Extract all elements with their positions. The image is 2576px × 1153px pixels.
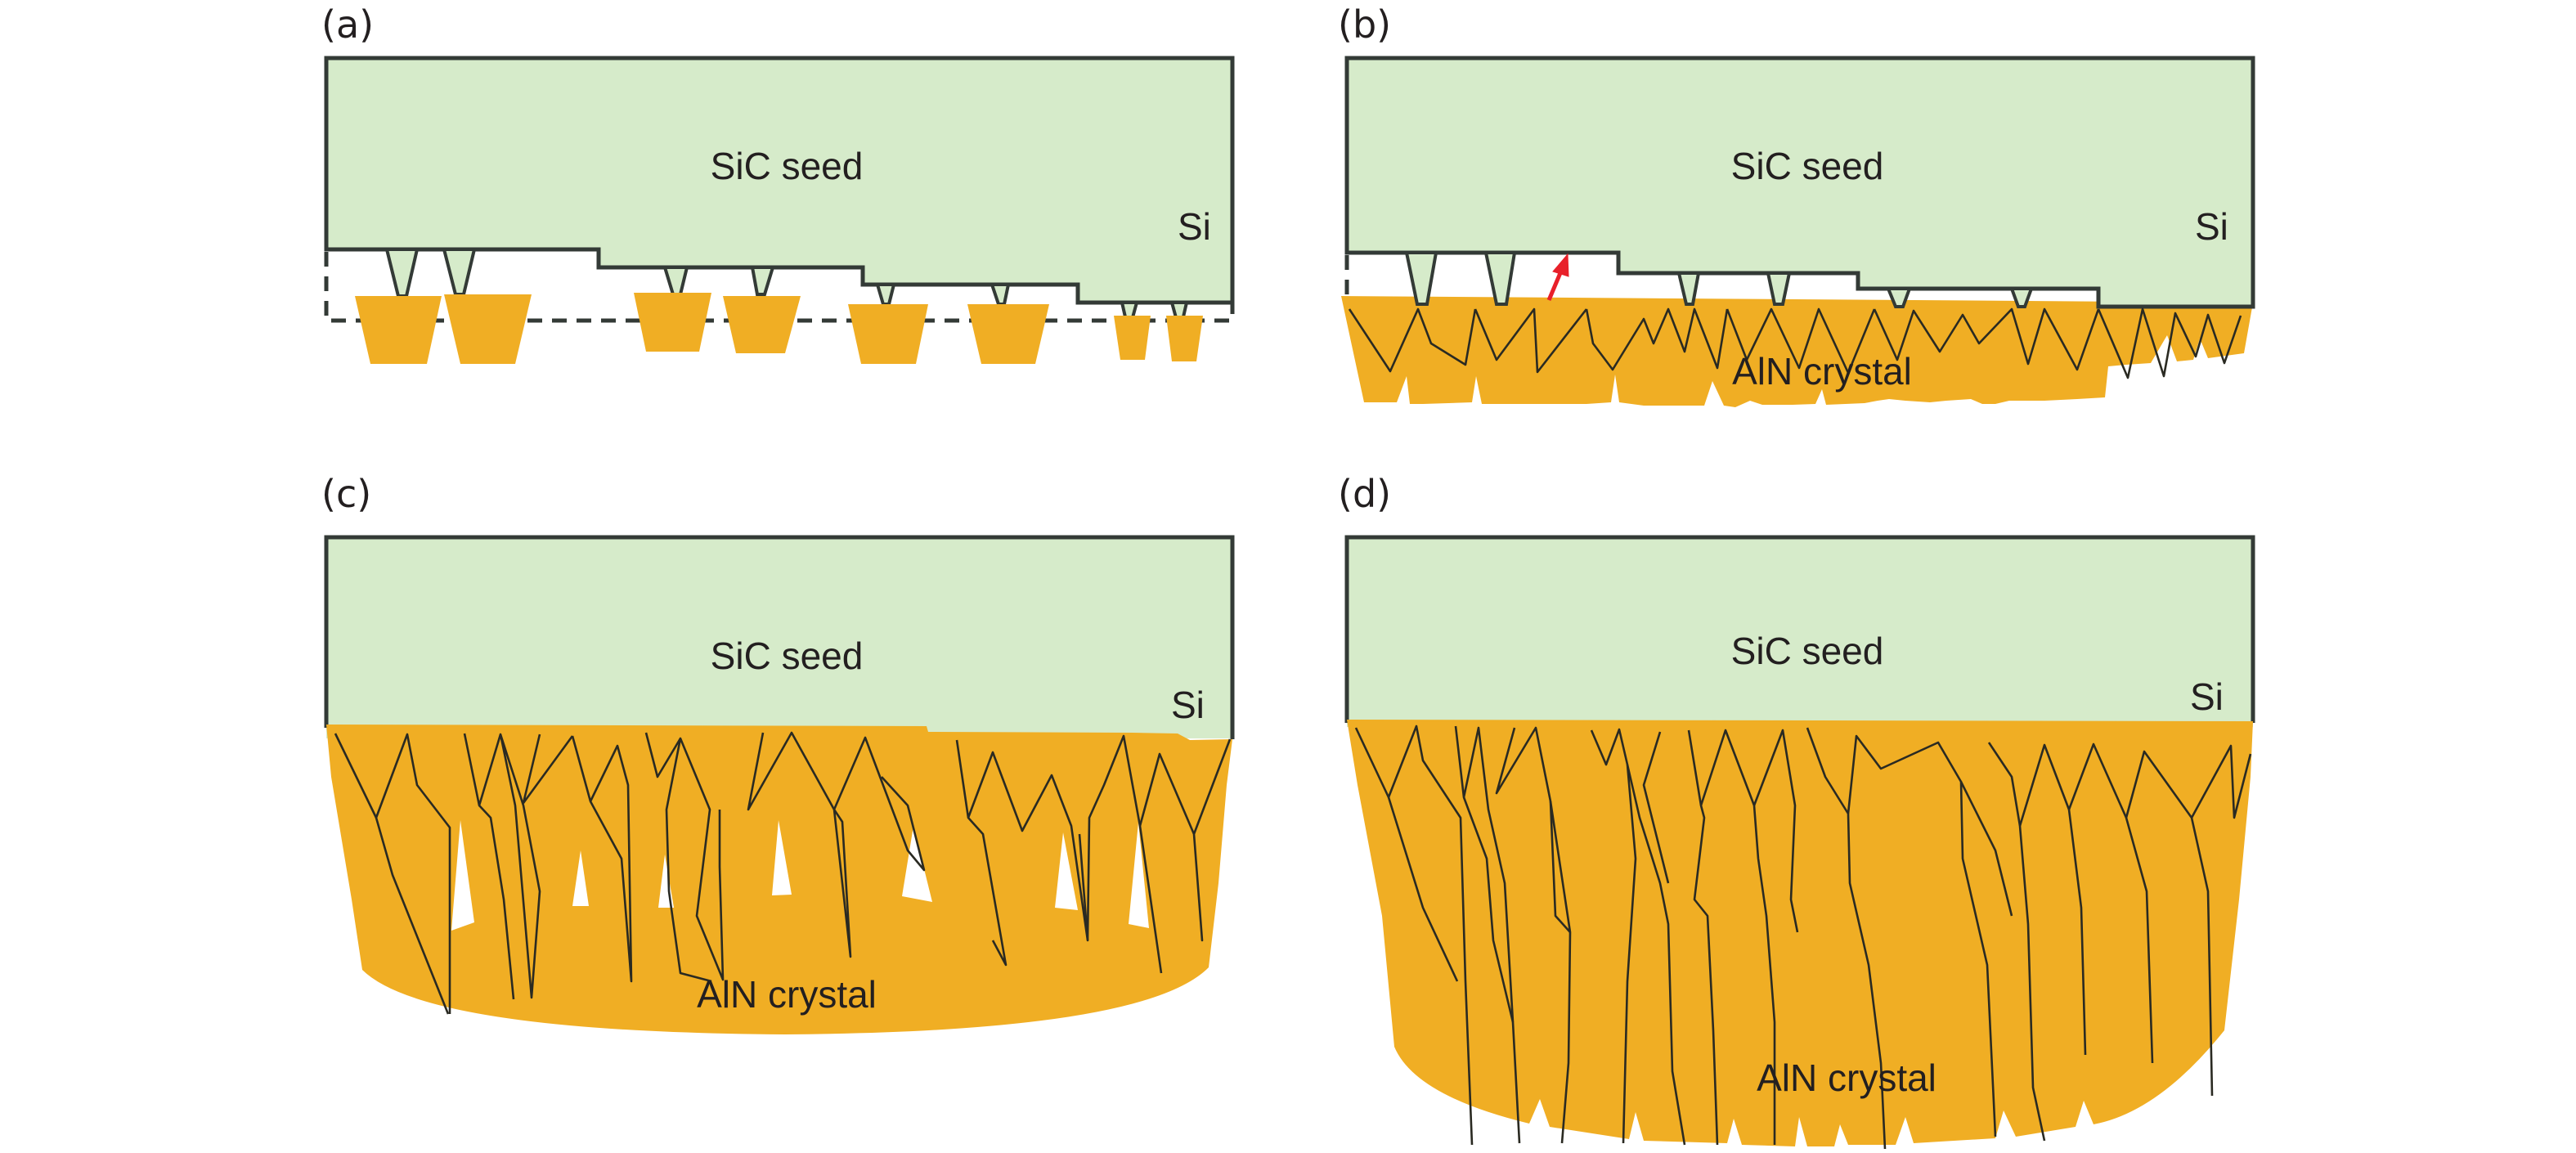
crystal-label-c: AlN crystal bbox=[697, 973, 877, 1016]
panel-label-d: (d) bbox=[1338, 472, 1391, 516]
aln-nucleus bbox=[848, 304, 928, 364]
void bbox=[1129, 823, 1149, 928]
panel-a: (a) SiC seed Si bbox=[321, 2, 1235, 364]
aln-nuclei-a bbox=[355, 293, 1203, 364]
sic-seed-a bbox=[324, 56, 1235, 305]
sic-seed-b bbox=[1344, 56, 2255, 309]
panel-label-b: (b) bbox=[1338, 2, 1391, 47]
nucleation-stem bbox=[384, 248, 420, 298]
triangular-voids-c bbox=[451, 820, 1149, 931]
panel-b: (b) SiC seed Si AlN crystal bbox=[1338, 2, 2255, 407]
grain-boundaries-c bbox=[334, 731, 1232, 1015]
grain-boundary bbox=[478, 805, 515, 1000]
nucleation-stem bbox=[662, 266, 689, 296]
aln-nucleus bbox=[723, 296, 801, 353]
grain-boundary bbox=[375, 817, 450, 1015]
seed-label-a: SiC seed bbox=[711, 145, 864, 187]
nucleation-stem bbox=[875, 283, 896, 306]
sic-seed-d bbox=[1347, 537, 2253, 727]
nucleation-stems-b bbox=[1404, 251, 2034, 308]
grain-boundary bbox=[1387, 796, 1459, 982]
grain-boundary bbox=[522, 734, 574, 805]
arrow-head-icon bbox=[1552, 253, 1569, 277]
sic-seed-outline-d bbox=[1344, 535, 2255, 723]
gap-arrow bbox=[1546, 253, 1569, 301]
nucleation-stem bbox=[2009, 287, 2034, 308]
grain-boundary bbox=[1626, 764, 1686, 1146]
grain-boundary bbox=[571, 735, 633, 983]
seed-label-d: SiC seed bbox=[1731, 630, 1884, 672]
grain-boundary bbox=[2190, 744, 2252, 819]
void bbox=[772, 820, 792, 895]
grain-boundary bbox=[463, 733, 541, 999]
void bbox=[902, 826, 932, 902]
sic-seed-c bbox=[326, 537, 1232, 738]
aln-nucleus bbox=[355, 296, 442, 364]
grain-boundary bbox=[665, 738, 712, 983]
si-label-d: Si bbox=[2190, 675, 2224, 718]
seed-label-c: SiC seed bbox=[711, 635, 864, 677]
grain-boundary bbox=[1086, 734, 1163, 974]
nucleation-stem bbox=[1483, 251, 1517, 306]
nucleation-stem bbox=[1404, 251, 1438, 306]
panel-label-c: (c) bbox=[321, 472, 371, 516]
seed-label-b: SiC seed bbox=[1731, 145, 1884, 187]
aln-nucleus bbox=[444, 294, 532, 364]
grain-boundary bbox=[334, 733, 451, 1014]
grain-boundaries-d bbox=[1354, 725, 2252, 1150]
grain-boundary bbox=[1474, 307, 1588, 374]
grain-boundary bbox=[955, 739, 1008, 967]
aln-nucleus bbox=[1114, 316, 1151, 360]
grain-boundary bbox=[1642, 731, 1670, 884]
si-label-b: Si bbox=[2195, 205, 2228, 248]
nucleation-stem bbox=[990, 283, 1011, 306]
grain-boundary bbox=[1138, 738, 1232, 942]
void bbox=[572, 850, 589, 906]
void bbox=[451, 820, 474, 931]
nucleation-stem bbox=[1676, 271, 1701, 306]
aln-crystal-b bbox=[1341, 296, 2253, 407]
grain-boundary bbox=[1348, 307, 1477, 373]
void bbox=[1055, 832, 1078, 910]
grain-boundary bbox=[1585, 307, 1729, 371]
panel-d: (d) SiC seed Si AlN crystal bbox=[1338, 472, 2255, 1150]
grain-boundary bbox=[2097, 307, 2242, 379]
aln-nucleus bbox=[967, 304, 1049, 364]
grain-boundary bbox=[832, 736, 926, 872]
nucleation-stem bbox=[1886, 287, 1912, 308]
panel-label-a: (a) bbox=[321, 2, 374, 47]
nucleation-stem bbox=[1766, 271, 1792, 306]
grain-boundary bbox=[1873, 307, 2100, 371]
grain-boundary bbox=[1752, 729, 1799, 933]
si-label-a: Si bbox=[1178, 205, 1211, 248]
grain-boundary bbox=[1847, 734, 1997, 1137]
sic-seed-outline-c bbox=[324, 535, 1235, 739]
aln-nucleus bbox=[634, 293, 711, 352]
grain-boundary bbox=[1806, 727, 1887, 1150]
grain-boundary bbox=[1726, 307, 1876, 375]
grain-boundary bbox=[1959, 781, 2013, 917]
grain-boundary bbox=[1462, 796, 1515, 1023]
grain-boundary bbox=[1699, 729, 1776, 1145]
grain-boundaries-b bbox=[1348, 307, 2242, 379]
grain-boundary bbox=[644, 732, 725, 981]
aln-nucleus bbox=[1166, 316, 1203, 361]
nucleation-stem bbox=[442, 248, 477, 296]
crystal-label-d: AlN crystal bbox=[1757, 1057, 1936, 1099]
si-label-c: Si bbox=[1171, 684, 1205, 726]
nucleation-stem bbox=[750, 266, 775, 296]
aln-crystal-d bbox=[1347, 720, 2253, 1146]
panel-c: (c) SiC seed Si AlN crystal bbox=[321, 472, 1235, 1034]
grain-boundary bbox=[1549, 801, 1571, 933]
crystal-label-b: AlN crystal bbox=[1732, 350, 1912, 393]
grain-boundary bbox=[1987, 742, 2046, 1142]
